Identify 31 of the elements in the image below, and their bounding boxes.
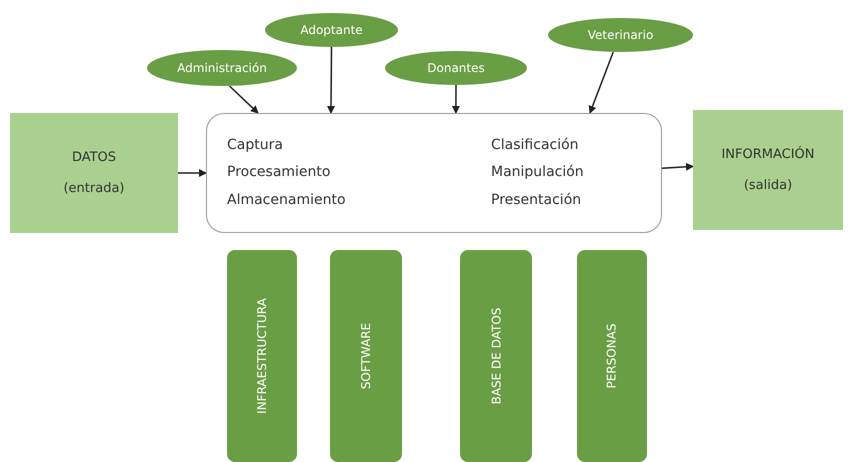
ellipse-label: Donantes	[427, 60, 485, 77]
data-box	[693, 110, 843, 230]
resource-bar	[460, 250, 532, 462]
arrow	[452, 85, 460, 114]
arrow	[327, 47, 335, 114]
ellipse-label: Veterinario	[588, 27, 654, 44]
box-label: (salida)	[744, 177, 792, 195]
box-label: (entrada)	[63, 180, 124, 198]
arrow	[178, 169, 207, 177]
process-step-text: Manipulación	[491, 164, 585, 182]
arrow	[662, 162, 694, 171]
arrow	[588, 52, 614, 114]
process-step-text: Almacenamiento	[227, 192, 346, 210]
ellipse-label: Adoptante	[300, 22, 363, 39]
bar-label: PERSONAS	[604, 323, 620, 389]
process-step-text: Captura	[227, 136, 284, 154]
resource-bar	[227, 250, 297, 462]
process-step-text: Presentación	[491, 192, 582, 210]
bar-label: SOFTWARE	[358, 322, 374, 390]
process-step-text: Procesamiento	[227, 164, 332, 182]
process-box	[206, 113, 662, 233]
box-label: INFORMACIÓN	[721, 145, 815, 164]
process-step-text: Clasificación	[491, 136, 580, 154]
box-label: DATOS	[72, 148, 116, 166]
ellipse-label: Administración	[177, 60, 267, 77]
resource-bar	[330, 250, 402, 462]
arrow	[228, 85, 259, 114]
data-box	[10, 113, 178, 233]
resource-bar	[577, 250, 647, 462]
bar-label: INFRAESTRUCTURA	[254, 298, 270, 414]
bar-label: BASE DE DATOS	[488, 308, 504, 404]
